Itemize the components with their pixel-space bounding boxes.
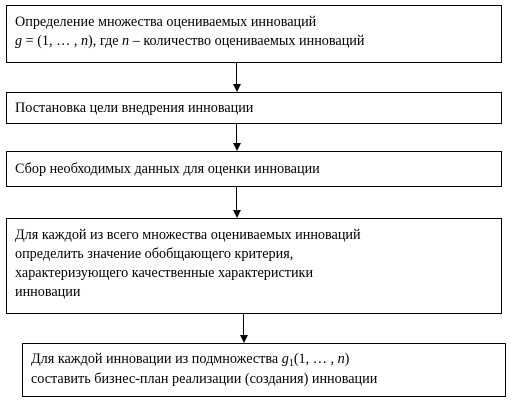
arrow-4-shaft (243, 314, 244, 336)
step3-line1: Сбор необходимых данных для оценки иннов… (15, 161, 320, 177)
step4-line2: определить значение обобщающего критерия… (15, 246, 294, 262)
text-where: где (96, 33, 123, 49)
flow-step-define-innovation-set: Определение множества оцениваемых иннова… (6, 5, 502, 63)
math-tuple: = (1, … , (22, 33, 81, 49)
math-g1-subscript: 1 (288, 358, 294, 369)
math-g1: g1 (281, 351, 294, 369)
step4-line1: Для каждой из всего множества оцениваемы… (15, 227, 361, 243)
arrow-4-head (240, 335, 248, 343)
math-close2: ) (344, 351, 350, 367)
arrow-2-head (233, 143, 241, 151)
arrow-1-shaft (236, 63, 237, 85)
flow-step-compute-criterion: Для каждой из всего множества оцениваемы… (6, 218, 502, 314)
step5-line1: Для каждой инновации из подмножества g1(… (31, 350, 505, 370)
step1-line2: g = (1, … , n), где n – количество оцени… (15, 32, 501, 51)
math-g: g (15, 33, 23, 49)
step1-line1: Определение множества оцениваемых иннова… (15, 14, 317, 30)
arrow-3-shaft (236, 187, 237, 211)
step4-line3: характеризующего качественные характерис… (15, 265, 314, 281)
text-count: – количество оцениваемых инноваций (129, 33, 365, 49)
arrow-2-shaft (236, 124, 237, 144)
step2-line1: Постановка цели внедрения инновации (15, 100, 254, 116)
math-n3: n (337, 351, 345, 367)
step4-line4: инновации (15, 284, 81, 300)
step5-line2: составить бизнес-план реализации (создан… (31, 371, 378, 387)
flow-step-collect-data: Сбор необходимых данных для оценки иннов… (6, 151, 502, 187)
flow-step-business-plan: Для каждой инновации из подмножества g1(… (22, 343, 506, 397)
math-tuple2: (1, … , (293, 351, 338, 367)
math-n2: n (122, 33, 130, 49)
arrow-1-head (233, 84, 241, 92)
text-for-each: Для каждой инновации из подмножества (31, 351, 282, 367)
math-g1-symbol: g (281, 351, 289, 367)
arrow-3-head (233, 210, 241, 218)
math-n: n (80, 33, 89, 49)
flow-step-set-goal: Постановка цели внедрения инновации (6, 92, 502, 124)
math-close: ), (88, 33, 97, 49)
